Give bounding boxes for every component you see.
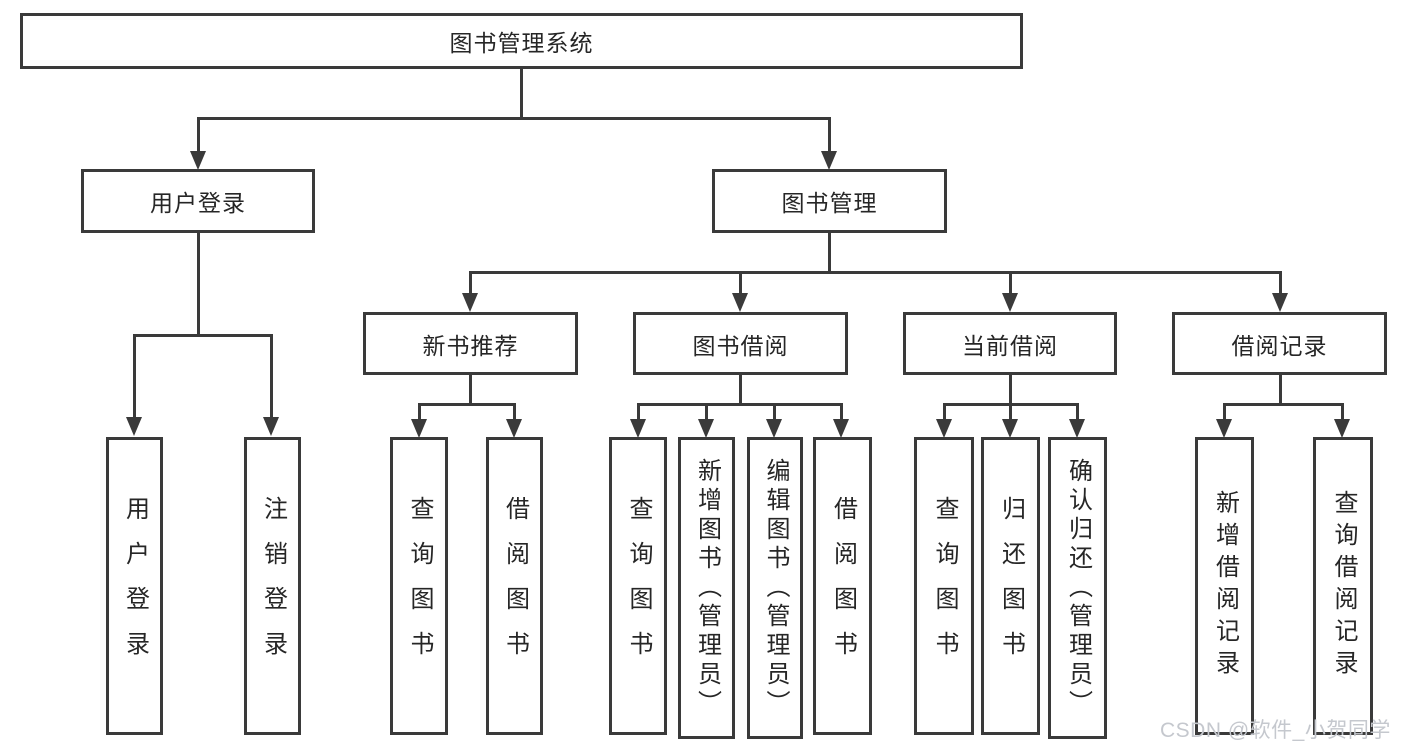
- leaf-add-borrow-record: 新增借阅记录: [1195, 437, 1254, 735]
- connector-root-bus: [197, 117, 831, 120]
- node-new-book-recommend-label: 新书推荐: [422, 332, 519, 359]
- connector-records-drop-2: [1341, 403, 1344, 421]
- leaf-borrow-query-books-label: 查询图书: [625, 496, 652, 676]
- connector-user-login-stem: [197, 232, 200, 336]
- connector-book-mgmt-drop-2: [739, 271, 742, 295]
- connector-book-mgmt-drop-1: [469, 271, 472, 295]
- connector-current-drop-3: [1076, 403, 1079, 421]
- csdn-watermark: CSDN @软件_小贺同学: [1160, 719, 1391, 742]
- leaf-query-borrow-record-label: 查询借阅记录: [1330, 490, 1357, 682]
- connector-user-login-bus: [133, 334, 273, 337]
- connector-book-mgmt-drop-4: [1279, 271, 1282, 295]
- connector-book-mgmt-bus: [469, 271, 1281, 274]
- connector-root-drop-left: [197, 117, 200, 153]
- arrow-down-icon: [126, 417, 142, 436]
- arrow-down-icon: [1002, 419, 1018, 438]
- leaf-user-login-label: 用户登录: [121, 496, 149, 676]
- connector-root-stem: [520, 68, 523, 119]
- arrow-down-icon: [698, 419, 714, 438]
- connector-borrow-stem: [739, 374, 742, 405]
- connector-records-drop-1: [1223, 403, 1226, 421]
- connector-current-stem: [1009, 374, 1012, 405]
- arrow-down-icon: [732, 293, 748, 312]
- node-book-management: 图书管理: [712, 169, 947, 233]
- arrow-down-icon: [630, 419, 646, 438]
- arrow-down-icon: [1272, 293, 1288, 312]
- node-book-management-label: 图书管理: [781, 190, 878, 216]
- connector-borrow-drop-1: [637, 403, 640, 421]
- leaf-recommend-borrow-books: 借阅图书: [486, 437, 543, 735]
- leaf-add-books-admin: 新增图书（管理员）: [678, 437, 735, 739]
- leaf-add-borrow-record-label: 新增借阅记录: [1211, 490, 1239, 682]
- leaf-recommend-query-books: 查询图书: [390, 437, 448, 735]
- connector-borrow-drop-3: [773, 403, 776, 421]
- leaf-confirm-return-admin-label: 确认归还（管理员）: [1064, 457, 1092, 719]
- node-borrow-records-label: 借阅记录: [1231, 332, 1328, 359]
- arrow-down-icon: [462, 293, 478, 312]
- arrow-down-icon: [1334, 419, 1350, 438]
- leaf-borrow-query-books: 查询图书: [609, 437, 667, 735]
- leaf-current-query-books: 查询图书: [914, 437, 974, 735]
- leaf-return-books: 归还图书: [981, 437, 1040, 735]
- arrow-down-icon: [1069, 419, 1085, 438]
- arrow-down-icon: [1216, 419, 1232, 438]
- connector-book-mgmt-stem: [828, 232, 831, 273]
- node-borrow-records: 借阅记录: [1172, 312, 1387, 375]
- connector-root-drop-right: [828, 117, 831, 153]
- node-current-borrow: 当前借阅: [903, 312, 1117, 375]
- connector-records-stem: [1279, 374, 1282, 405]
- arrow-down-icon: [766, 419, 782, 438]
- connector-current-drop-2: [1009, 403, 1012, 421]
- connector-user-login-drop-1: [133, 334, 136, 419]
- leaf-borrow-books: 借阅图书: [813, 437, 872, 735]
- leaf-logout-label: 注销登录: [259, 496, 287, 676]
- node-book-borrow-label: 图书借阅: [692, 332, 789, 359]
- leaf-user-login: 用户登录: [106, 437, 163, 735]
- node-root-system: 图书管理系统: [20, 13, 1023, 69]
- connector-borrow-drop-2: [705, 403, 708, 421]
- arrow-down-icon: [1002, 293, 1018, 312]
- node-current-borrow-label: 当前借阅: [962, 332, 1058, 359]
- node-new-book-recommend: 新书推荐: [363, 312, 578, 375]
- connector-borrow-drop-4: [840, 403, 843, 421]
- leaf-add-books-admin-label: 新增图书（管理员）: [693, 457, 721, 719]
- connector-recommend-stem: [469, 374, 472, 405]
- arrow-down-icon: [263, 417, 279, 436]
- leaf-query-borrow-record: 查询借阅记录: [1313, 437, 1373, 735]
- node-root-label: 图书管理系统: [449, 30, 594, 56]
- node-user-login-label: 用户登录: [150, 190, 246, 216]
- node-book-borrow: 图书借阅: [633, 312, 848, 375]
- connector-recommend-drop-2: [513, 403, 516, 421]
- arrow-down-icon: [506, 419, 522, 438]
- leaf-borrow-books-label: 借阅图书: [829, 496, 857, 676]
- node-user-login: 用户登录: [81, 169, 315, 233]
- leaf-confirm-return-admin: 确认归还（管理员）: [1048, 437, 1107, 739]
- leaf-recommend-query-books-label: 查询图书: [406, 496, 433, 676]
- leaf-recommend-borrow-books-label: 借阅图书: [501, 496, 529, 676]
- connector-book-mgmt-drop-3: [1009, 271, 1012, 295]
- arrow-down-icon: [833, 419, 849, 438]
- connector-recommend-drop-1: [418, 403, 421, 421]
- connector-records-bus: [1223, 403, 1344, 406]
- arrow-down-icon: [936, 419, 952, 438]
- leaf-logout: 注销登录: [244, 437, 301, 735]
- connector-user-login-drop-2: [270, 334, 273, 419]
- leaf-return-books-label: 归还图书: [997, 496, 1025, 676]
- arrow-down-icon: [821, 151, 837, 170]
- arrow-down-icon: [411, 419, 427, 438]
- arrow-down-icon: [190, 151, 206, 170]
- leaf-edit-books-admin-label: 编辑图书（管理员）: [762, 457, 789, 719]
- leaf-edit-books-admin: 编辑图书（管理员）: [747, 437, 803, 739]
- connector-recommend-bus: [418, 403, 516, 406]
- leaf-current-query-books-label: 查询图书: [931, 496, 958, 676]
- connector-current-drop-1: [943, 403, 946, 421]
- connector-borrow-bus: [637, 403, 843, 406]
